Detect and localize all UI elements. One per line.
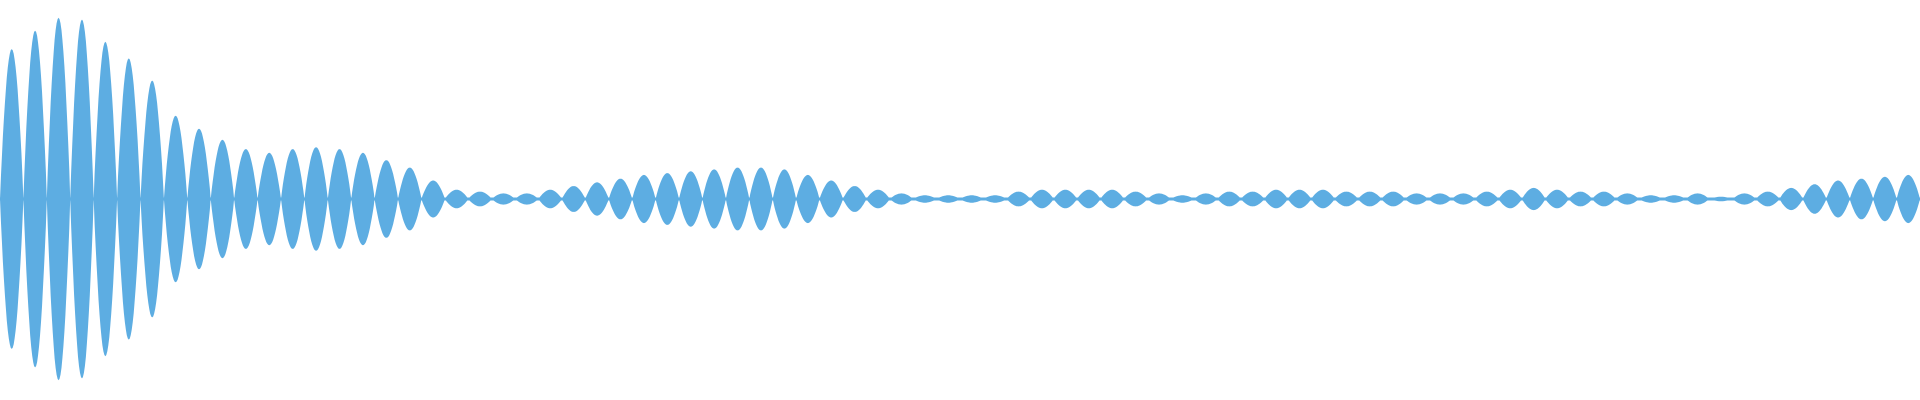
waveform-center-line <box>0 197 1920 201</box>
